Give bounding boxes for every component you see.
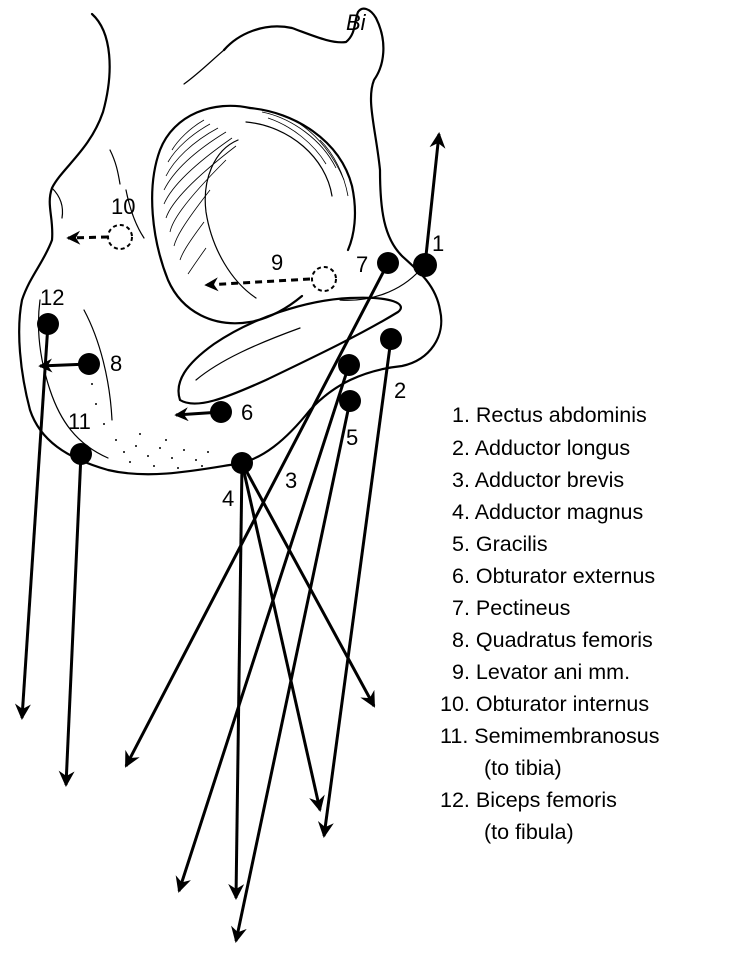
- label-11: 11: [68, 409, 91, 434]
- legend-item-1: 1. Rectus abdominis: [452, 403, 647, 427]
- legend-item-11: 11. Semimembranosus: [440, 724, 659, 748]
- legend-item-5: 5. Gracilis: [452, 532, 548, 556]
- label-4: 4: [222, 486, 234, 511]
- label-6: 6: [241, 400, 253, 425]
- label-9: 9: [271, 250, 283, 275]
- legend-item-8: 8. Quadratus femoris: [452, 628, 653, 652]
- label-1: 1: [432, 231, 444, 256]
- muscle-force-arrows: [22, 134, 439, 941]
- legend-item-12: 12. Biceps femoris: [440, 788, 617, 812]
- hemipelvis-bone-illustration: [19, 9, 441, 475]
- label-12: 12: [40, 285, 64, 310]
- label-7: 7: [356, 252, 368, 277]
- point-5: [339, 390, 361, 412]
- point-10: [108, 225, 132, 249]
- point-12: [37, 313, 59, 335]
- label-8: 8: [110, 351, 122, 376]
- arrow-4a: [236, 463, 242, 898]
- arrow-4c: [242, 463, 374, 706]
- point-3: [338, 354, 360, 376]
- legend-item-6: 6. Obturator externus: [452, 564, 655, 588]
- label-3: 3: [285, 468, 297, 493]
- legend-item-4: 4. Adductor magnus: [452, 500, 643, 524]
- legend-item-7: 7. Pectineus: [452, 596, 570, 620]
- point-7: [377, 252, 399, 274]
- point-1: [413, 253, 437, 277]
- arrow-12: [22, 324, 48, 718]
- label-2: 2: [394, 378, 406, 403]
- point-9: [312, 267, 336, 291]
- legend-item-12-note: (to fibula): [484, 820, 574, 844]
- legend-item-2: 2. Adductor longus: [452, 436, 630, 460]
- label-10: 10: [111, 194, 135, 219]
- point-4: [231, 452, 253, 474]
- legend-item-9: 9. Levator ani mm.: [452, 660, 630, 684]
- point-8: [78, 353, 100, 375]
- legend-item-10: 10. Obturator internus: [440, 692, 649, 716]
- arrow-9: [206, 279, 310, 285]
- artist-signature: Bi: [346, 10, 367, 35]
- legend-item-11-note: (to tibia): [484, 756, 562, 780]
- arrow-11: [66, 454, 81, 785]
- label-5: 5: [346, 425, 358, 450]
- point-11: [70, 443, 92, 465]
- muscle-legend: 1. Rectus abdominis 2. Adductor longus 3…: [440, 403, 659, 844]
- legend-item-3: 3. Adductor brevis: [452, 468, 624, 492]
- bone-stippling: [91, 383, 209, 469]
- point-6: [210, 401, 232, 423]
- point-2: [380, 328, 402, 350]
- arrow-4b: [242, 463, 320, 810]
- arrow-7: [126, 263, 388, 766]
- arrow-10: [68, 237, 108, 238]
